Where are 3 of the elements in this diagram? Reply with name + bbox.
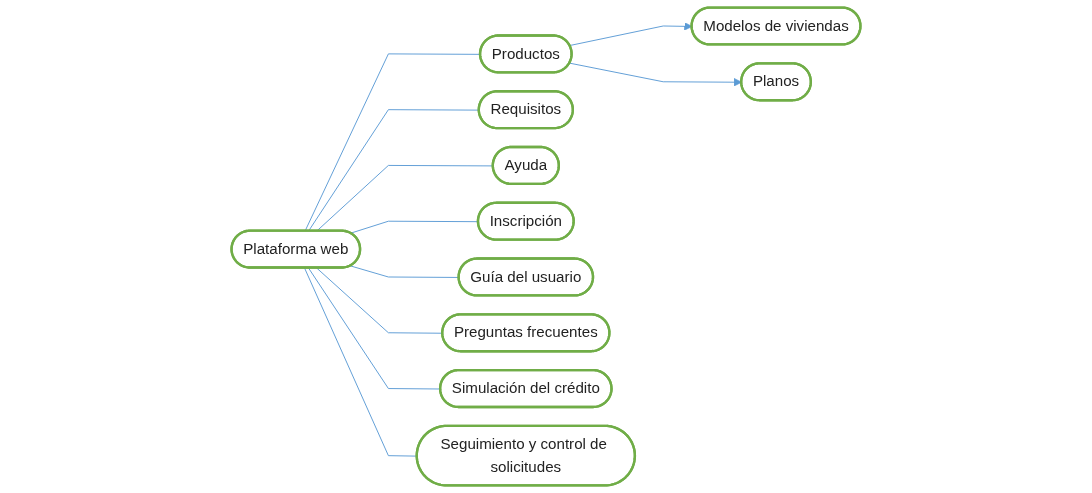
connector	[350, 220, 479, 234]
connector	[308, 267, 442, 390]
connector	[304, 53, 481, 232]
